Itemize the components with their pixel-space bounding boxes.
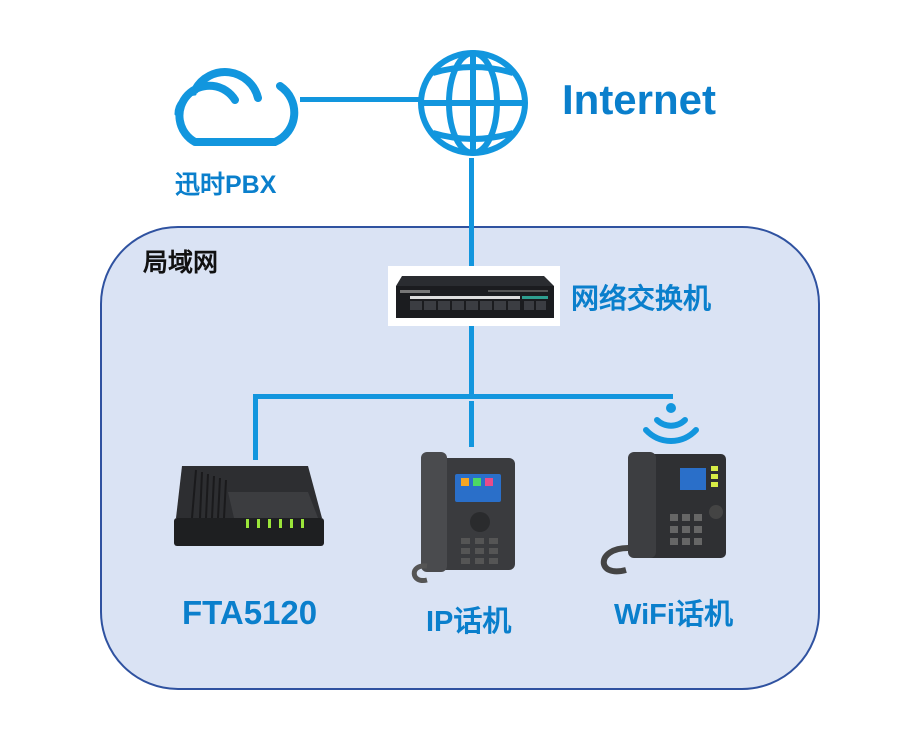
lan-label: 局域网 (143, 249, 219, 277)
gateway-device-icon (174, 466, 324, 546)
connection-internet-switch (469, 158, 474, 268)
connection-switch-ipphone (469, 401, 474, 447)
connection-switch-wifiphone (590, 394, 673, 399)
fta-label: FTA5120 (182, 594, 318, 631)
connection-pbx-internet (300, 97, 420, 102)
internet-label: Internet (562, 76, 717, 123)
ip-phone-icon (411, 452, 515, 583)
switch-label: 网络交换机 (571, 283, 712, 314)
wifi-phone-icon (600, 452, 726, 575)
globe-icon (418, 50, 528, 156)
connection-branch-horizontal (253, 394, 673, 399)
network-switch-icon (388, 266, 560, 326)
wifi-signal-icon (643, 403, 699, 444)
pbx-label: 迅时PBX (175, 171, 277, 199)
connection-switch-fta (253, 394, 258, 460)
cloud-icon (174, 68, 299, 146)
ip-phone-label: IP话机 (426, 606, 512, 638)
wifi-phone-label: WiFi话机 (614, 599, 733, 631)
connection-switch-trunk (469, 326, 474, 396)
